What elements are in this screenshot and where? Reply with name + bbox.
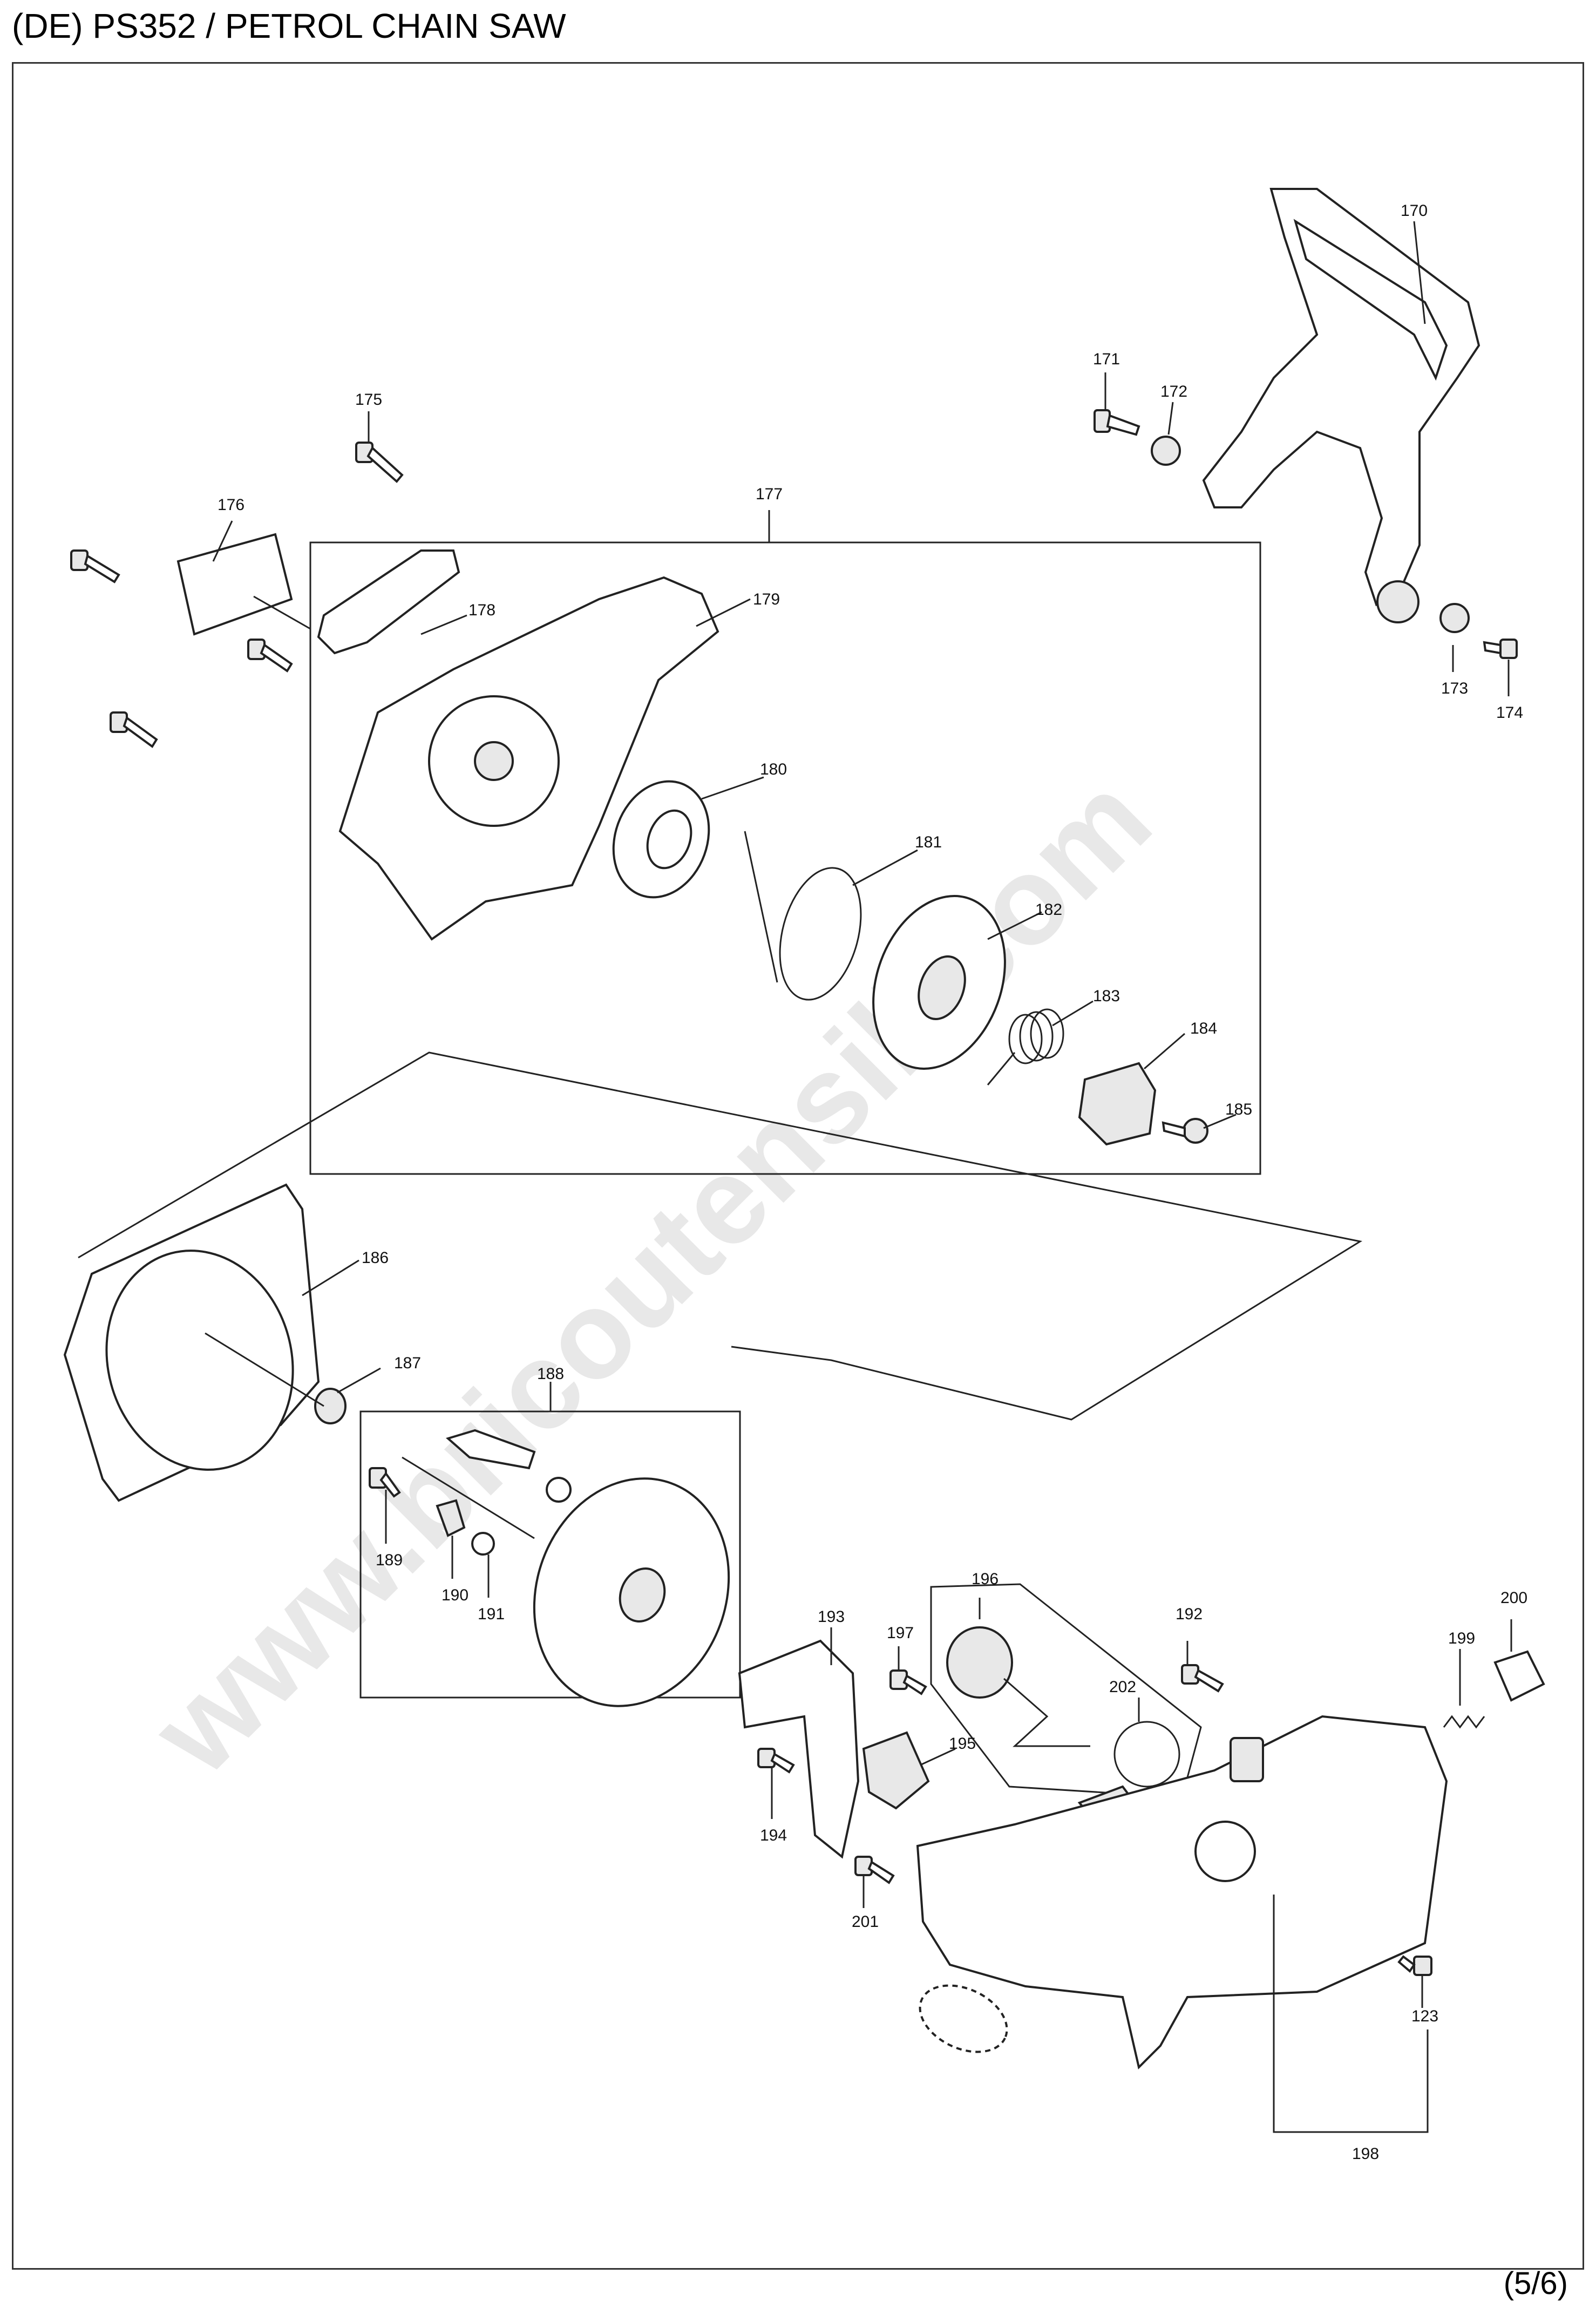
callout-191: 191	[478, 1605, 505, 1623]
callout-182: 182	[1035, 901, 1062, 919]
starter-housing-179	[338, 576, 719, 941]
leader-lines	[205, 221, 1512, 2133]
screw-201	[854, 1856, 895, 1884]
callout-179: 179	[753, 590, 780, 608]
washer-180	[612, 780, 710, 899]
starter-rope-181	[744, 831, 862, 1001]
screw-176a	[70, 549, 120, 583]
o-ring-202	[1113, 1721, 1180, 1788]
callout-192: 192	[1176, 1605, 1203, 1623]
assembly-link-line	[78, 1051, 1363, 1421]
tank-cap-196	[946, 1626, 1090, 1747]
callout-197: 197	[887, 1624, 914, 1642]
spring-191	[471, 1532, 495, 1556]
callout-177: 177	[756, 485, 783, 503]
fan-cover-186	[63, 1183, 320, 1502]
callout-199: 199	[1448, 1630, 1475, 1647]
nut-187	[314, 1388, 347, 1424]
callout-186: 186	[362, 1249, 389, 1267]
callout-195: 195	[949, 1735, 976, 1753]
guard-193	[738, 1639, 860, 1859]
hand-guard	[1202, 188, 1480, 623]
crankcase-198	[916, 1715, 1448, 2069]
screw-171	[1094, 409, 1140, 436]
screw-176b	[247, 639, 293, 673]
rope-pulley-182	[872, 895, 1006, 1070]
screw-174	[1483, 639, 1518, 659]
screw-185	[1162, 1118, 1208, 1144]
screw-192	[1181, 1664, 1224, 1693]
screw-175	[355, 442, 404, 483]
callout-194: 194	[760, 1827, 787, 1844]
filter-mesh	[919, 1984, 1008, 2053]
callout-190: 190	[442, 1586, 468, 1604]
callout-193: 193	[818, 1608, 845, 1626]
callout-188: 188	[537, 1365, 564, 1383]
callout-174: 174	[1496, 704, 1523, 722]
callout-123: 123	[1411, 2007, 1438, 2025]
callout-201: 201	[852, 1913, 879, 1931]
pawl-cover-184	[1078, 1062, 1157, 1146]
bushing-172	[1151, 436, 1181, 466]
spring-199	[1443, 1715, 1485, 1729]
callout-196: 196	[972, 1570, 999, 1588]
callout-185: 185	[1225, 1101, 1252, 1118]
callout-178: 178	[468, 601, 495, 619]
callout-183: 183	[1093, 987, 1120, 1005]
screw-123	[1397, 1955, 1432, 1976]
screw-176c	[110, 711, 158, 748]
screw-197	[889, 1669, 927, 1695]
button-200	[1493, 1650, 1545, 1702]
callout-176: 176	[218, 496, 245, 514]
screw-194	[757, 1748, 795, 1774]
callout-180: 180	[760, 761, 787, 778]
bushing-173	[1439, 603, 1470, 633]
callout-198: 198	[1352, 2145, 1379, 2163]
callout-labels: 170 171 172 173 174 175 176 177 178 179 …	[218, 202, 1527, 2163]
spring-183	[987, 1008, 1064, 1085]
plate-176	[176, 533, 293, 636]
page-title: (DE) PS352 / PETROL CHAIN SAW	[12, 6, 566, 45]
starter-handle-178	[317, 549, 460, 655]
callout-189: 189	[376, 1551, 403, 1569]
callout-200: 200	[1500, 1589, 1527, 1607]
callout-171: 171	[1093, 350, 1120, 368]
flywheel-188	[445, 1429, 730, 1707]
callout-175: 175	[355, 391, 382, 409]
callout-181: 181	[915, 833, 942, 851]
pawl-190	[436, 1499, 466, 1537]
diagram-frame	[12, 62, 1584, 2270]
callout-202: 202	[1109, 1678, 1136, 1696]
clip-195	[862, 1731, 930, 1810]
screw-189	[369, 1467, 401, 1498]
callout-184: 184	[1190, 1020, 1217, 1037]
callout-187: 187	[394, 1354, 421, 1372]
starter-group-box	[309, 541, 1261, 1175]
callout-172: 172	[1160, 383, 1187, 400]
callout-173: 173	[1441, 680, 1468, 697]
callout-170: 170	[1401, 202, 1428, 220]
page-number: (5/6)	[1503, 2266, 1568, 2301]
